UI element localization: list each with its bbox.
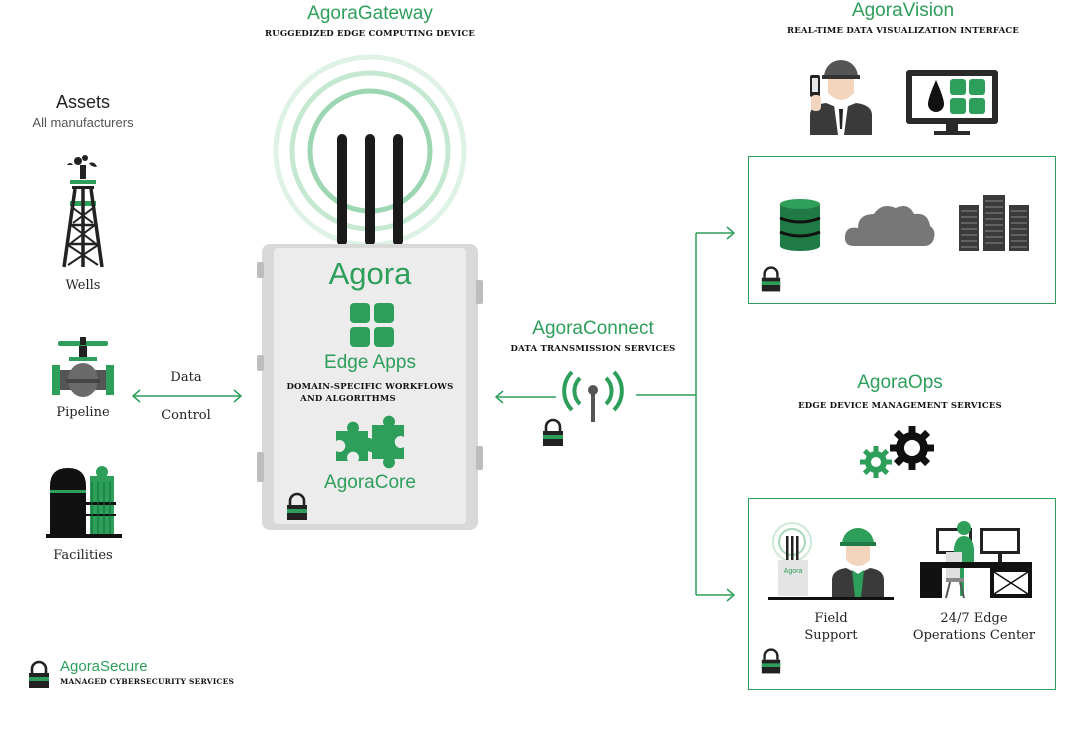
vision-header: AgoraVision REAL-TIME DATA VISUALIZATION… [750,0,1056,36]
data-control-arrow [131,389,243,403]
agoracore-label: AgoraCore [324,472,416,493]
field-support-label: Field Support [786,610,876,644]
gateway-device [262,244,478,530]
operations-center-label: 24/7 Edge Operations Center [906,610,1042,644]
cloud-icon [844,206,935,246]
secure-legend: AgoraSecure MANAGED CYBERSECURITY SERVIC… [60,658,234,686]
vision-services-box [748,156,1056,304]
secure-title: AgoraSecure [60,658,148,675]
edge-apps-desc-1: DOMAIN-SPECIFIC WORKFLOWS [286,382,454,392]
operations-center-line2: Operations Center [912,628,1036,643]
connect-header: AgoraConnect DATA TRANSMISSION SERVICES [490,318,696,354]
hinge [257,262,264,278]
monitor-dashboard-icon [906,70,998,135]
operations-center-icon [920,521,1032,599]
lock-icon [543,418,563,446]
facility-tanks-icon [46,466,122,538]
assets-title: Assets [55,92,111,112]
asset-label-pipeline: Pipeline [56,405,110,420]
gateway-antennas [337,134,403,246]
pipeline-valve-icon [52,337,114,397]
mini-gateway-brand: Agora [783,568,803,575]
latch [476,446,483,470]
lock-icon [761,648,781,674]
operations-center-line1: 24/7 Edge [940,611,1008,626]
field-technician-icon [832,528,884,598]
gateway-device-face [274,248,466,524]
connect-subtitle: DATA TRANSMISSION SERVICES [510,344,676,354]
antenna-signal-icon [562,370,624,422]
edge-apps-icon [350,303,394,347]
mini-gateway-icon [772,522,812,596]
gateway-subtitle: RUGGEDIZED EDGE COMPUTING DEVICE [264,29,476,39]
vision-subtitle: REAL-TIME DATA VISUALIZATION INTERFACE [786,26,1020,36]
asset-label-wells: Wells [65,278,101,293]
puzzle-icon [336,415,404,469]
gateway-brand: Agora [328,256,412,291]
arrow-to-gateway [494,390,556,404]
secure-subtitle: MANAGED CYBERSECURITY SERVICES [60,677,235,686]
ops-header: AgoraOps EDGE DEVICE MANAGEMENT SERVICES [750,372,1050,411]
connector-lines [636,226,736,602]
connect-title: AgoraConnect [532,318,654,339]
hinge [257,452,264,482]
assets-subtitle: All manufacturers [32,115,134,130]
edge-apps-label: Edge Apps [324,352,416,373]
ops-services-box [748,498,1056,690]
operator-with-phone-icon [810,60,872,135]
field-support-ground [768,597,894,600]
ops-title: AgoraOps [857,372,943,393]
gateway-title: AgoraGateway [307,3,433,24]
lock-icon [29,660,49,688]
lock-icon [287,492,307,520]
server-racks-icon [959,195,1029,251]
latch [476,280,483,304]
edge-apps-desc-2: AND ALGORITHMS [300,394,396,404]
gateway-header: AgoraGateway RUGGEDIZED EDGE COMPUTING D… [250,3,490,39]
lock-icon [761,266,781,292]
asset-label-facilities: Facilities [53,548,113,563]
field-support-line2: Support [804,628,858,643]
control-label: Control [161,408,211,423]
ops-subtitle: EDGE DEVICE MANAGEMENT SERVICES [798,401,1002,411]
database-icon [779,199,821,251]
gears-icon [860,426,934,478]
oil-derrick-icon [62,155,104,268]
assets-header: Assets All manufacturers [20,92,146,130]
data-label: Data [170,370,202,385]
field-support-line1: Field [814,611,848,626]
vision-title: AgoraVision [851,0,955,21]
hinge [257,355,264,371]
